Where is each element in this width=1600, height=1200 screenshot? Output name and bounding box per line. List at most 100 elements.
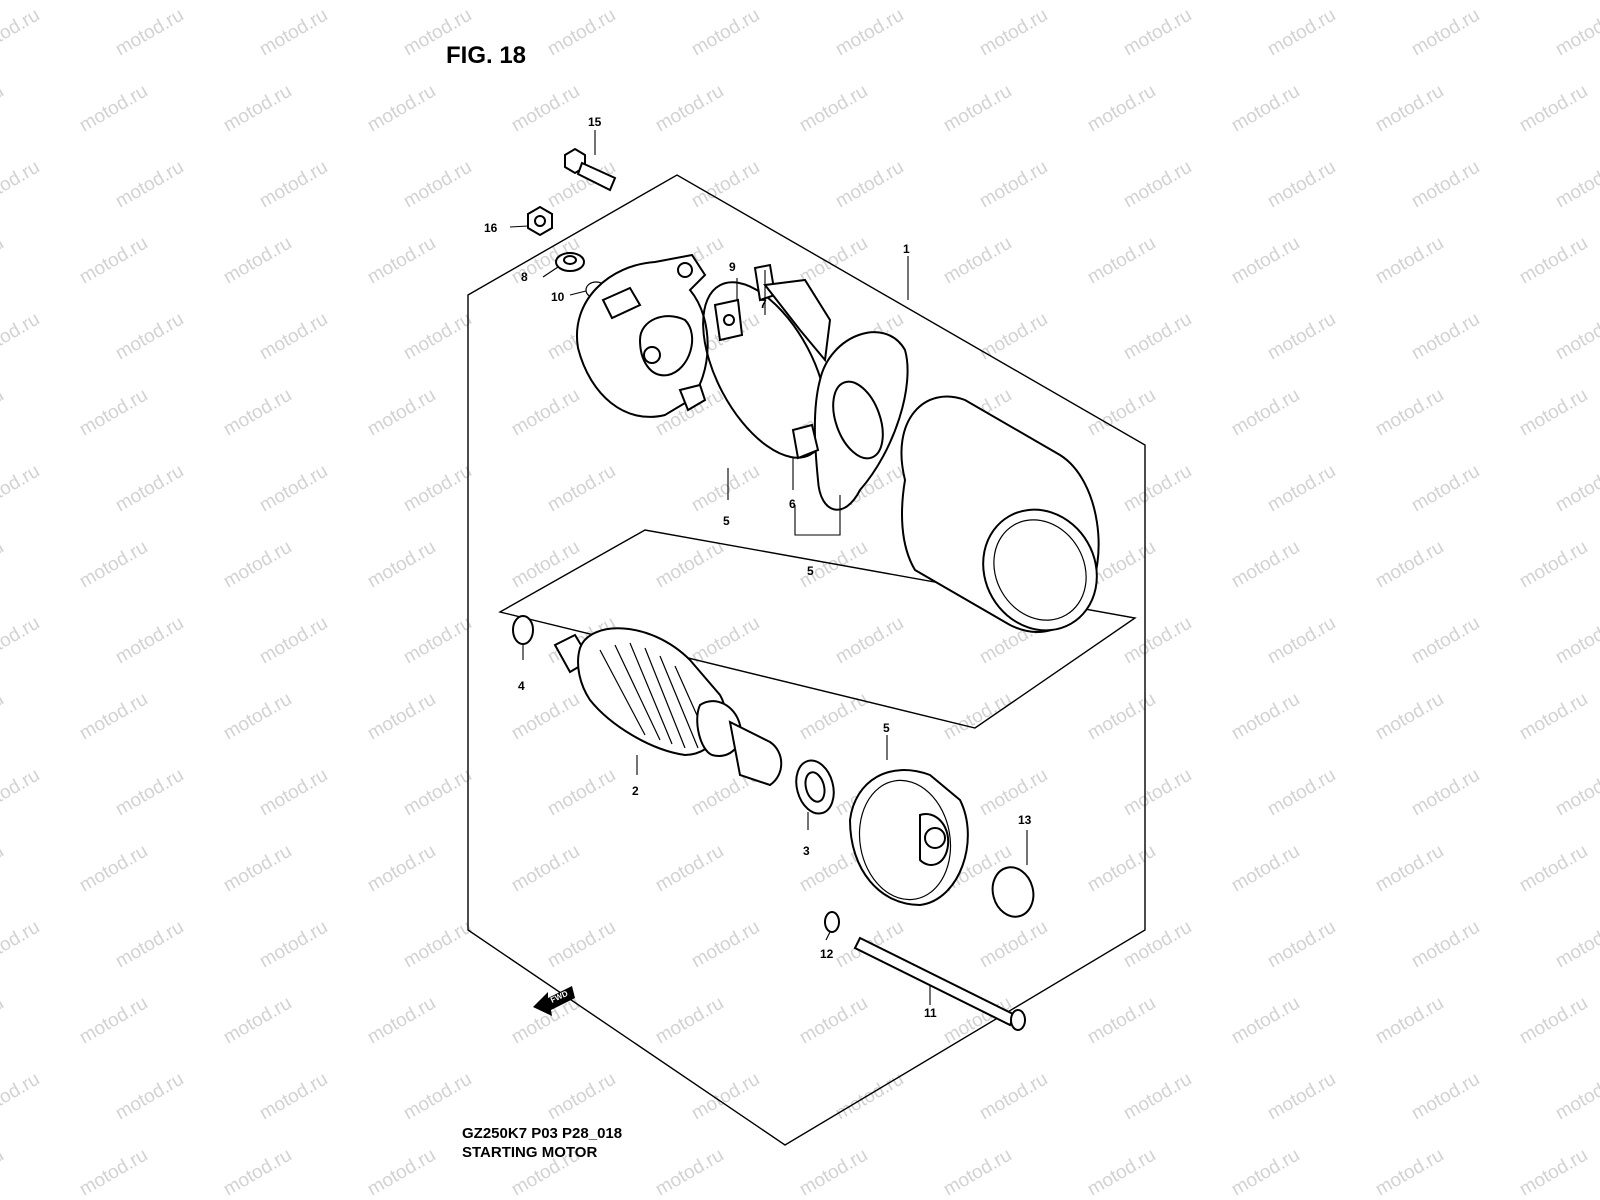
o-ring-14 bbox=[991, 866, 1035, 918]
watermark-text: motod.ru bbox=[1084, 1145, 1159, 1200]
watermark-text: motod.ru bbox=[976, 5, 1051, 61]
watermark-text: motod.ru bbox=[1228, 993, 1303, 1049]
watermark-text: motod.ru bbox=[0, 537, 7, 593]
watermark-text: motod.ru bbox=[112, 765, 187, 821]
watermark-text: motod.ru bbox=[1084, 233, 1159, 289]
watermark-text: motod.ru bbox=[688, 157, 763, 213]
watermark-text: motod.ru bbox=[1120, 309, 1195, 365]
watermark-text: motod.ru bbox=[1084, 689, 1159, 745]
watermark-text: motod.ru bbox=[220, 993, 295, 1049]
oil-seal-3 bbox=[795, 759, 835, 815]
watermark-text: motod.ru bbox=[652, 81, 727, 137]
watermark-text: motod.ru bbox=[364, 689, 439, 745]
nut-16 bbox=[527, 205, 553, 237]
watermark-text: motod.ru bbox=[256, 461, 331, 517]
watermark-text: motod.ru bbox=[1408, 1069, 1483, 1125]
callout-4: 4 bbox=[518, 679, 525, 693]
watermark-text: motod.ru bbox=[1552, 1069, 1600, 1125]
watermark-text: motod.ru bbox=[0, 157, 43, 213]
watermark-text: motod.ru bbox=[1228, 233, 1303, 289]
figure-footer: GZ250K7 P03 P28_018 STARTING MOTOR bbox=[462, 1124, 622, 1162]
callout-5-lower: 5 bbox=[883, 721, 890, 735]
watermark-text: motod.ru bbox=[1120, 1069, 1195, 1125]
o-ring-5-upper bbox=[702, 281, 828, 459]
watermark-text: motod.ru bbox=[1264, 917, 1339, 973]
watermark-text: motod.ru bbox=[652, 993, 727, 1049]
watermark-text: motod.ru bbox=[0, 841, 7, 897]
watermark-text: motod.ru bbox=[1372, 81, 1447, 137]
watermark-text: motod.ru bbox=[364, 841, 439, 897]
watermark-text: motod.ru bbox=[1552, 461, 1600, 517]
watermark-text: motod.ru bbox=[508, 689, 583, 745]
watermark-text: motod.ru bbox=[1516, 689, 1591, 745]
watermark-text: motod.ru bbox=[1264, 613, 1339, 669]
watermark-text: motod.ru bbox=[256, 309, 331, 365]
watermark-text: motod.ru bbox=[1552, 309, 1600, 365]
watermark-text: motod.ru bbox=[688, 5, 763, 61]
watermark-text: motod.ru bbox=[1516, 537, 1591, 593]
watermark-text: motod.ru bbox=[652, 841, 727, 897]
terminal-10 bbox=[713, 298, 744, 342]
washer-4 bbox=[512, 615, 534, 645]
watermark-text: motod.ru bbox=[940, 81, 1015, 137]
watermark-text: motod.ru bbox=[220, 537, 295, 593]
watermark-text: motod.ru bbox=[400, 765, 475, 821]
watermark-text: motod.ru bbox=[508, 537, 583, 593]
watermark-text: motod.ru bbox=[0, 233, 7, 289]
watermark-text: motod.ru bbox=[1228, 537, 1303, 593]
watermark-text: motod.ru bbox=[940, 233, 1015, 289]
watermark-text: motod.ru bbox=[220, 689, 295, 745]
terminal-bolt-8 bbox=[753, 263, 832, 363]
watermark-text: motod.ru bbox=[1120, 157, 1195, 213]
watermark-text: motod.ru bbox=[544, 765, 619, 821]
watermark-text: motod.ru bbox=[220, 81, 295, 137]
watermark-text: motod.ru bbox=[796, 81, 871, 137]
watermark-text: motod.ru bbox=[256, 917, 331, 973]
model-code: GZ250K7 P03 P28_018 bbox=[462, 1125, 623, 1142]
watermark-text: motod.ru bbox=[832, 1069, 907, 1125]
rear-end-cover bbox=[575, 253, 709, 418]
watermark-text: motod.ru bbox=[1228, 1145, 1303, 1200]
watermark-text: motod.ru bbox=[364, 81, 439, 137]
watermark-text: motod.ru bbox=[256, 1069, 331, 1125]
watermark-text: motod.ru bbox=[1264, 765, 1339, 821]
watermark-text: motod.ru bbox=[112, 1069, 187, 1125]
watermark-text: motod.ru bbox=[1372, 1145, 1447, 1200]
callout-12: 11 bbox=[924, 1006, 937, 1020]
watermark-text: motod.ru bbox=[976, 917, 1051, 973]
callout-5-upper: 5 bbox=[723, 514, 730, 528]
watermark-text: motod.ru bbox=[1516, 1145, 1591, 1200]
watermark-text: motod.ru bbox=[832, 5, 907, 61]
watermark-text: motod.ru bbox=[1264, 309, 1339, 365]
callout-15: 15 bbox=[588, 115, 602, 129]
watermark-text: motod.ru bbox=[0, 309, 43, 365]
watermark-text: motod.ru bbox=[0, 917, 43, 973]
callout-8: 7 bbox=[760, 297, 767, 311]
watermark-text: motod.ru bbox=[220, 233, 295, 289]
watermark-text: motod.ru bbox=[220, 841, 295, 897]
watermark-text: motod.ru bbox=[0, 385, 7, 441]
watermark-text: motod.ru bbox=[1228, 385, 1303, 441]
watermark-text: motod.ru bbox=[0, 1069, 43, 1125]
watermark-text: motod.ru bbox=[400, 1069, 475, 1125]
watermark-text: motod.ru bbox=[76, 993, 151, 1049]
watermark-text: motod.ru bbox=[112, 157, 187, 213]
watermark-text: motod.ru bbox=[76, 689, 151, 745]
watermark-text: motod.ru bbox=[1408, 461, 1483, 517]
watermark-text: motod.ru bbox=[1516, 993, 1591, 1049]
yoke-housing bbox=[900, 395, 1100, 633]
subassembly-outline bbox=[498, 529, 1137, 729]
watermark-text: motod.ru bbox=[688, 917, 763, 973]
watermark-text: motod.ru bbox=[796, 1145, 871, 1200]
watermark-text: motod.ru bbox=[256, 157, 331, 213]
watermark-text: motod.ru bbox=[1084, 841, 1159, 897]
watermark-text: motod.ru bbox=[832, 157, 907, 213]
callout-2: 2 bbox=[632, 784, 639, 798]
watermark-text: motod.ru bbox=[1408, 5, 1483, 61]
watermark-text: motod.ru bbox=[1120, 461, 1195, 517]
through-bolt-12 bbox=[853, 936, 1026, 1031]
watermark-text: motod.ru bbox=[1516, 841, 1591, 897]
watermark-text: motod.ru bbox=[544, 1069, 619, 1125]
watermark-text: motod.ru bbox=[652, 1145, 727, 1200]
